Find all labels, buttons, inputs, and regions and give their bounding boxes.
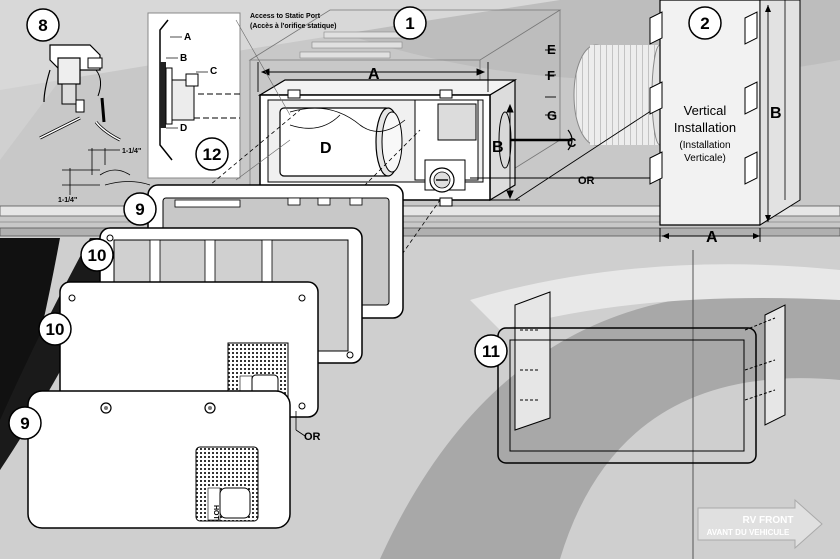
rv-front-label-fr: AVANT DU VEHICULE [707, 528, 790, 537]
callout-9-upper: 9 [135, 200, 144, 219]
wall-swoosh-light [470, 264, 840, 330]
dim-one-quarter-bottom: 1-1/4" [58, 197, 77, 204]
hot-label: HOT [212, 505, 219, 521]
vertical-install-title-2: Installation [674, 120, 736, 135]
static-port-label: Access to Static Port [250, 13, 321, 20]
offset-dimension-sketch [62, 148, 151, 195]
or-label-door: OR [304, 431, 321, 443]
dim-f: F [547, 68, 555, 83]
water-heater-unit [257, 78, 573, 207]
dim-one-quarter-top: 1-1/4" [122, 148, 141, 155]
dim-b-vertical: B [770, 105, 782, 122]
dim-c-pipe: C [567, 135, 577, 150]
vertical-install-sub: (Installation [679, 140, 730, 151]
callout-circle-9-lower [8, 406, 42, 440]
callout-circle-8 [26, 8, 60, 42]
callout-10-upper: 10 [88, 246, 107, 265]
callout-circle-1 [393, 6, 427, 40]
detail-letter-c: C [210, 66, 217, 77]
callout-circle-10-lower [38, 312, 72, 346]
vertical-install-title: Vertical [684, 103, 727, 118]
rv-front-arrow [697, 498, 823, 550]
detail-letter-d: D [180, 123, 187, 134]
gas-valve-assembly [39, 44, 121, 142]
flex-duct [573, 44, 669, 146]
mounting-frame-11 [497, 291, 786, 464]
rv-front-label: RV FRONT [743, 515, 794, 526]
callout-9-lower: 9 [20, 414, 29, 433]
callout-11: 11 [482, 342, 500, 361]
callout-circle-12 [195, 137, 229, 171]
access-door-9 [27, 390, 306, 529]
dim-d: D [320, 140, 332, 157]
callout-circle-9-upper [123, 192, 157, 226]
callout-2: 2 [700, 14, 709, 33]
dim-a-top: A [368, 66, 380, 83]
detail-leader [235, 19, 291, 116]
callout-circle-10-upper [80, 238, 114, 272]
callout-8: 8 [38, 16, 47, 35]
vertical-installation-panel [649, 0, 801, 242]
dimension-lines [257, 49, 661, 201]
dim-a-vertical: A [706, 229, 718, 246]
callout-circles [8, 6, 722, 440]
static-port-label-fr: (Accès à l'orifice statique) [250, 23, 336, 30]
callout-circle-2 [688, 6, 722, 40]
callout-12: 12 [203, 145, 222, 164]
detail-leader [235, 139, 291, 181]
dim-e: E [547, 42, 556, 57]
callout-circle-11 [474, 334, 508, 368]
vertical-install-sub-2: Verticale) [684, 153, 726, 164]
detail-letter-b: B [180, 53, 187, 64]
or-label-top: OR [578, 175, 595, 187]
callout-10-lower: 10 [46, 320, 65, 339]
dim-g: G [547, 108, 557, 123]
access-door-10 [59, 281, 319, 418]
callout-1: 1 [405, 14, 414, 33]
dim-b-unit: B [492, 139, 504, 156]
detail-letter-a: A [184, 32, 191, 43]
wall-swoosh-left [0, 0, 560, 90]
wall-swoosh-dark [380, 293, 840, 559]
